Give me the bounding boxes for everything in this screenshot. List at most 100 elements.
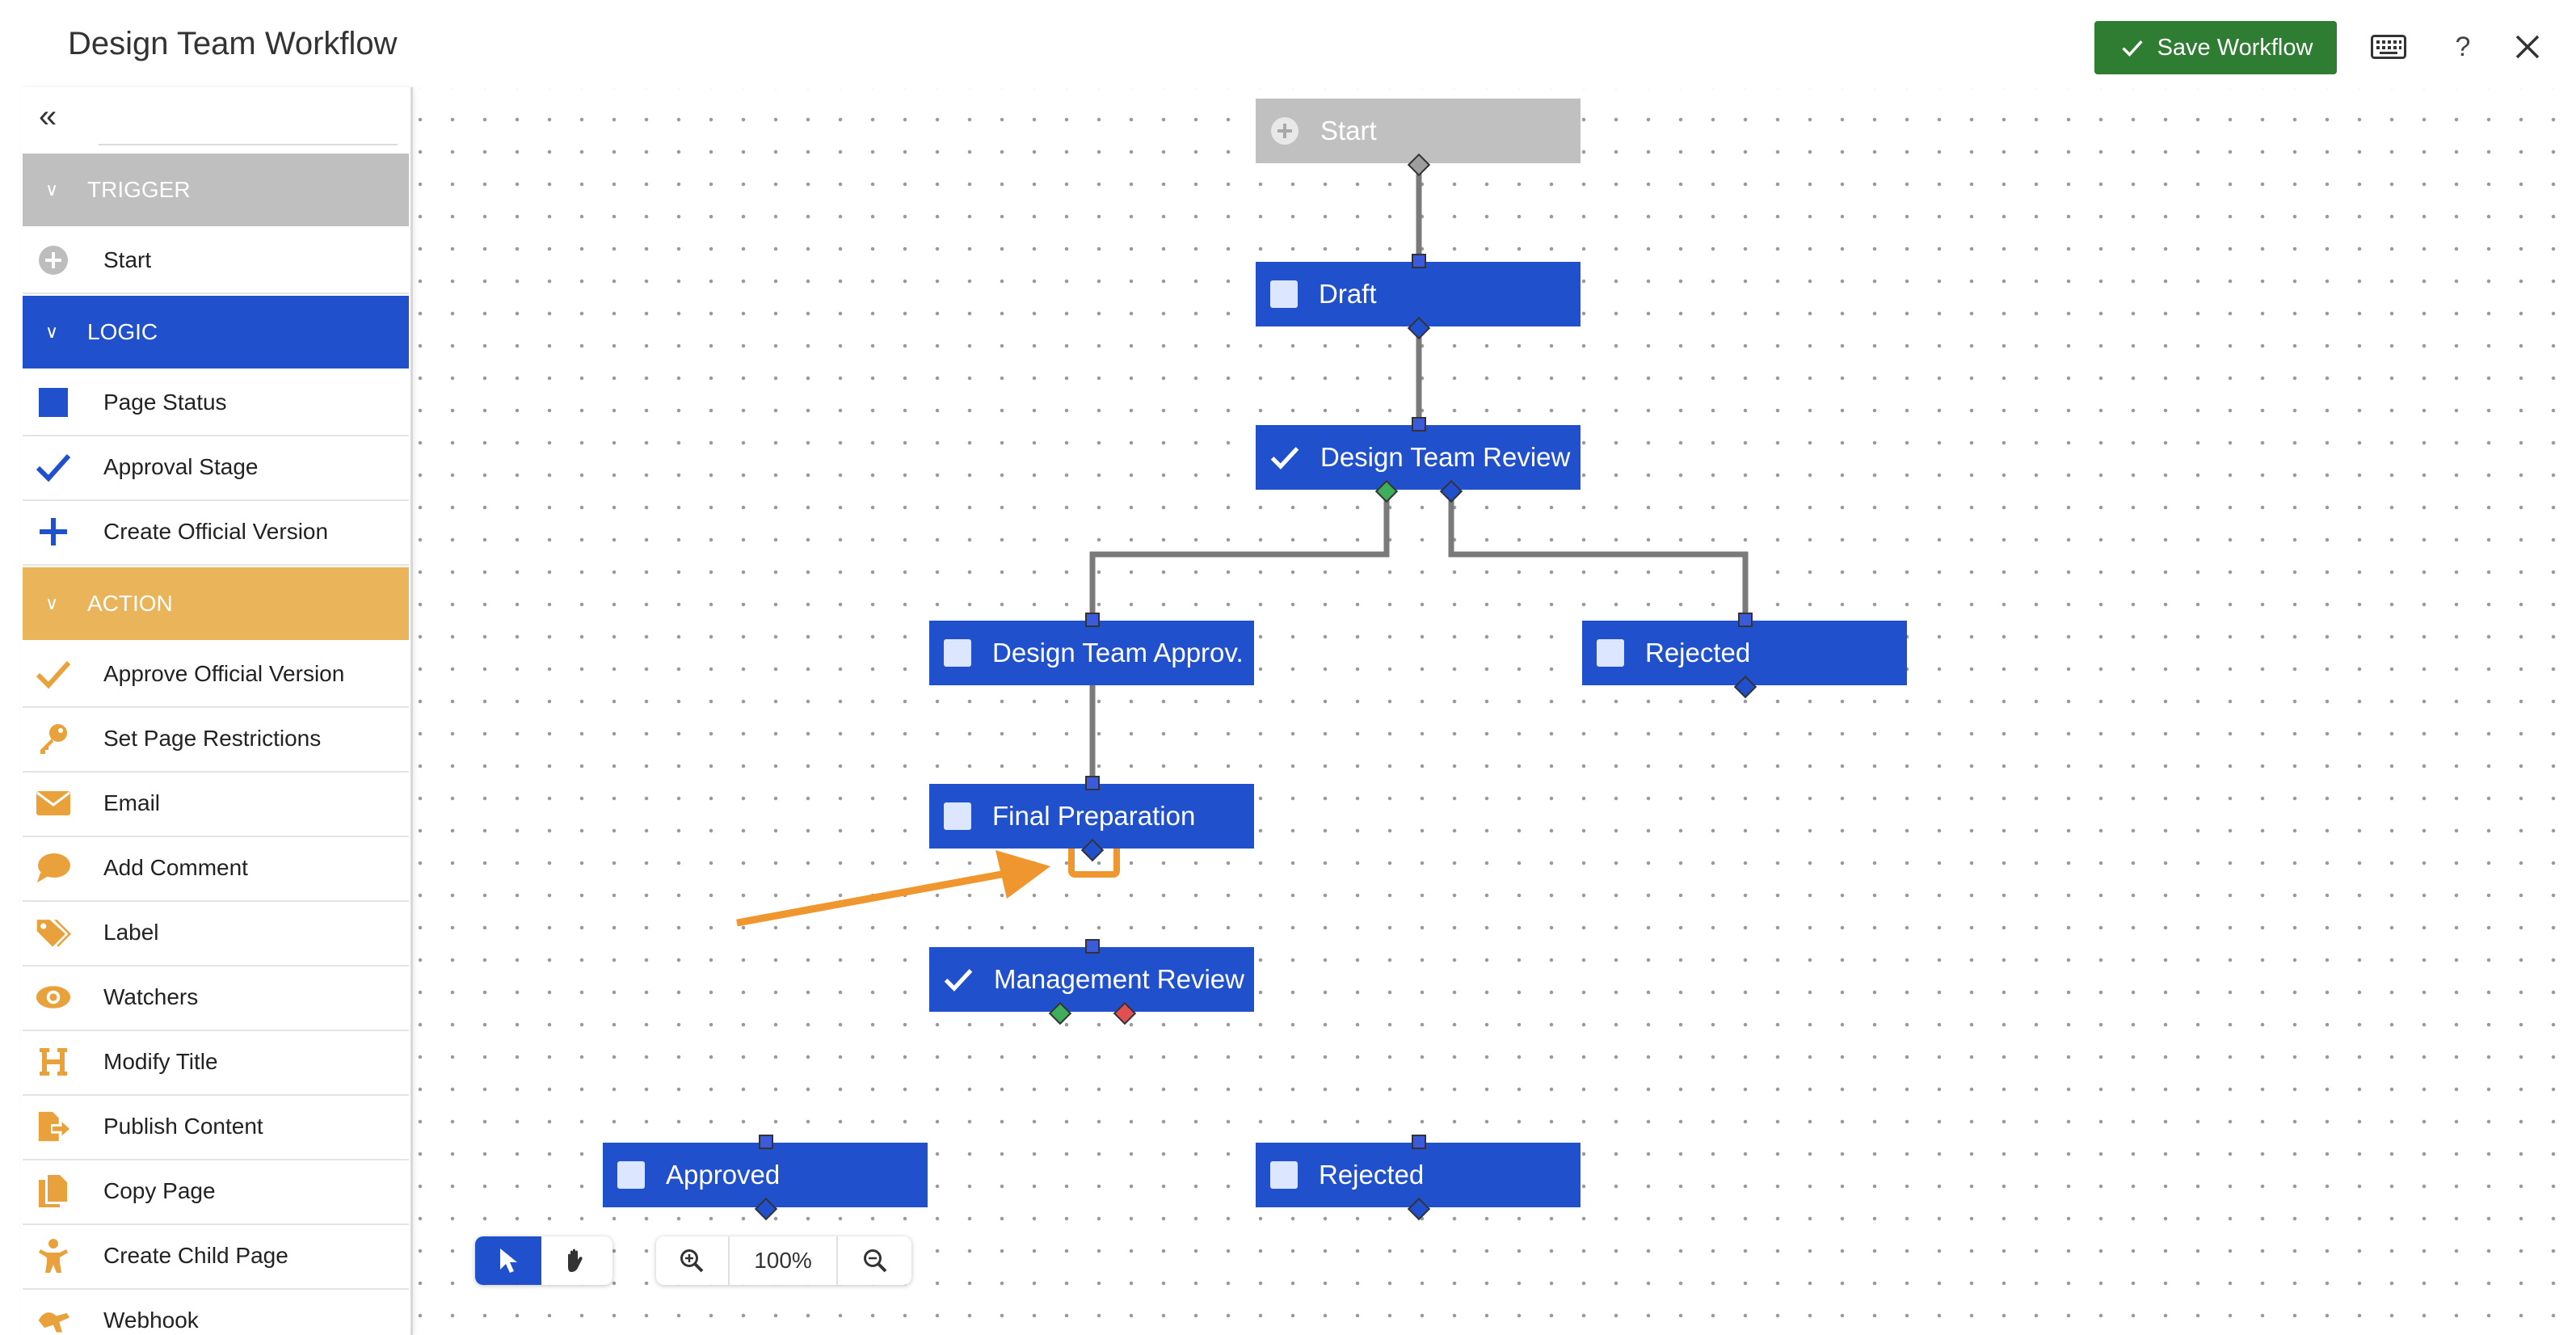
sidebar-item-modify-title[interactable]: Modify Title <box>23 1030 409 1096</box>
section-trigger[interactable]: ∨ TRIGGER <box>23 154 409 226</box>
zoom-controls: 100% <box>656 1236 911 1285</box>
node-label: Draft <box>1319 279 1377 309</box>
sidebar-item-label: Page Status <box>103 390 227 415</box>
key-icon <box>36 721 71 756</box>
input-port[interactable] <box>759 1135 773 1149</box>
tag-icon <box>36 915 71 950</box>
sidebar-item-label: Publish Content <box>103 1114 263 1139</box>
node-rejected[interactable]: Rejected <box>1582 621 1907 685</box>
zoom-level: 100% <box>730 1236 839 1285</box>
zoom-out-button[interactable] <box>838 1236 911 1285</box>
node-label: Rejected <box>1645 638 1751 668</box>
sidebar-item-label: Label <box>103 920 159 945</box>
sidebar-item-label: Webhook <box>103 1308 199 1333</box>
node-label: Final Preparation <box>992 801 1196 831</box>
node-label: Design Team Review <box>1320 442 1571 472</box>
node-label: Design Team Approv. <box>992 638 1244 668</box>
node-start[interactable]: Start <box>1256 99 1581 163</box>
chevron-down-icon: ∨ <box>45 593 59 613</box>
cursor-icon <box>500 1249 517 1273</box>
save-workflow-label: Save Workflow <box>2157 34 2313 61</box>
section-action[interactable]: ∨ ACTION <box>23 567 409 640</box>
comment-icon <box>36 850 71 886</box>
page-title: Design Team Workflow <box>68 26 398 61</box>
node-final-preparation[interactable]: Final Preparation <box>929 784 1254 849</box>
input-port[interactable] <box>1412 254 1426 268</box>
sidebar-item-label: Add Comment <box>103 855 248 880</box>
sidebar-item-label: Approve Official Version <box>103 661 345 686</box>
heading-icon <box>36 1044 71 1080</box>
webhook-icon <box>36 1303 71 1335</box>
zoom-out-icon <box>863 1249 886 1273</box>
publish-icon <box>36 1109 71 1144</box>
sidebar-item-approve-official-version[interactable]: Approve Official Version <box>23 642 409 708</box>
sidebar-item-label: Email <box>103 790 161 815</box>
node-label: Rejected <box>1319 1160 1425 1190</box>
node-rejected-final[interactable]: Rejected <box>1256 1143 1581 1207</box>
input-port[interactable] <box>1085 613 1100 627</box>
sidebar-item-page-status[interactable]: Page Status <box>23 370 409 436</box>
help-button[interactable]: ? <box>2455 31 2471 62</box>
section-label: TRIGGER <box>87 177 191 202</box>
section-logic[interactable]: ∨ LOGIC <box>23 296 409 368</box>
sidebar-item-copy-page[interactable]: Copy Page <box>23 1159 409 1225</box>
check-icon <box>1270 443 1299 472</box>
sidebar-item-set-page-restrictions[interactable]: Set Page Restrictions <box>23 706 409 773</box>
sidebar-item-watchers[interactable]: Watchers <box>23 965 409 1031</box>
sidebar-item-create-official-version[interactable]: Create Official Version <box>23 499 409 566</box>
pan-tool-button[interactable] <box>541 1236 612 1285</box>
check-icon <box>36 449 71 485</box>
input-port[interactable] <box>1738 613 1753 627</box>
check-icon <box>944 965 973 994</box>
sidebar-item-publish-content[interactable]: Publish Content <box>23 1094 409 1160</box>
hand-icon <box>568 1249 583 1272</box>
node-label: Start <box>1320 116 1377 145</box>
section-label: ACTION <box>87 591 173 616</box>
node-design-team-review[interactable]: Design Team Review <box>1256 425 1581 490</box>
node-draft[interactable]: Draft <box>1256 262 1581 326</box>
sidebar-item-label: Start <box>103 247 152 272</box>
sidebar-item-start[interactable]: Start <box>23 228 409 294</box>
square-icon <box>944 802 971 830</box>
plus-icon <box>36 514 71 550</box>
sidebar-item-add-comment[interactable]: Add Comment <box>23 836 409 902</box>
sidebar-item-label: Set Page Restrictions <box>103 726 322 751</box>
sidebar-item-email[interactable]: Email <box>23 771 409 837</box>
node-approved[interactable]: Approved <box>603 1143 928 1207</box>
sidebar-item-approval-stage[interactable]: Approval Stage <box>23 435 409 501</box>
chevron-down-icon: ∨ <box>45 179 59 200</box>
square-icon <box>36 385 71 420</box>
sidebar-item-create-child-page[interactable]: Create Child Page <box>23 1223 409 1290</box>
sidebar-item-label: Copy Page <box>103 1178 216 1203</box>
sidebar-item-label: Modify Title <box>103 1049 218 1074</box>
node-design-team-approved[interactable]: Design Team Approv. <box>929 621 1254 685</box>
input-port[interactable] <box>1412 1135 1426 1149</box>
input-port[interactable] <box>1085 776 1100 790</box>
chevron-down-icon: ∨ <box>45 322 59 342</box>
input-port[interactable] <box>1412 417 1426 432</box>
input-port[interactable] <box>1085 939 1100 954</box>
sidebar: « ∨ TRIGGER Start ∨ LOGIC Page Status Ap… <box>21 87 413 1335</box>
collapse-sidebar-icon[interactable]: « <box>39 99 57 134</box>
close-icon[interactable] <box>2503 23 2552 71</box>
pointer-tool-button[interactable] <box>475 1236 541 1285</box>
zoom-in-icon <box>680 1249 704 1273</box>
check-icon <box>2122 40 2143 57</box>
sidebar-item-label: Create Child Page <box>103 1243 288 1268</box>
square-icon <box>617 1161 645 1189</box>
node-management-review[interactable]: Management Review <box>929 947 1254 1012</box>
sidebar-item-label: Watchers <box>103 984 199 1009</box>
keyboard-icon[interactable] <box>2364 23 2413 71</box>
tool-mode-group <box>475 1236 612 1285</box>
square-icon <box>944 639 971 667</box>
sidebar-search-line[interactable] <box>99 144 398 145</box>
save-workflow-button[interactable]: Save Workflow <box>2094 21 2337 74</box>
sidebar-item-webhook[interactable]: Webhook <box>23 1288 409 1335</box>
eye-icon <box>36 979 71 1015</box>
copy-icon <box>36 1173 71 1209</box>
zoom-in-button[interactable] <box>656 1236 730 1285</box>
node-label: Approved <box>666 1160 781 1190</box>
section-label: LOGIC <box>87 319 158 344</box>
sidebar-item-label: Approval Stage <box>103 454 259 479</box>
sidebar-item-label-action[interactable]: Label <box>23 900 409 967</box>
